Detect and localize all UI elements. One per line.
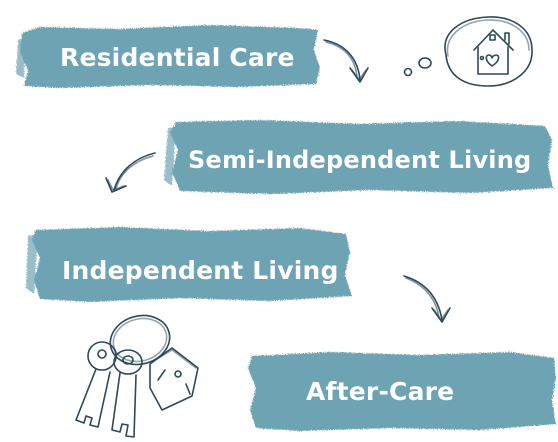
keys-with-house-tag-icon <box>75 314 199 438</box>
house-with-heart-thought-bubble-icon <box>403 16 533 87</box>
stage-label-independent-living: Independent Living <box>62 256 339 285</box>
banner-semi-independent-living <box>164 120 553 194</box>
banner-after-care <box>248 352 556 431</box>
stage-label-after-care: After-Care <box>306 377 455 406</box>
stage-label-residential-care: Residential Care <box>60 43 295 72</box>
arrow-icon <box>105 152 156 193</box>
banner-residential-care <box>16 25 320 88</box>
stage-label-semi-independent-living: Semi-Independent Living <box>188 146 532 174</box>
arrow-icon <box>403 275 451 323</box>
arrow-icon <box>323 39 369 83</box>
banner-independent-living <box>26 227 352 302</box>
